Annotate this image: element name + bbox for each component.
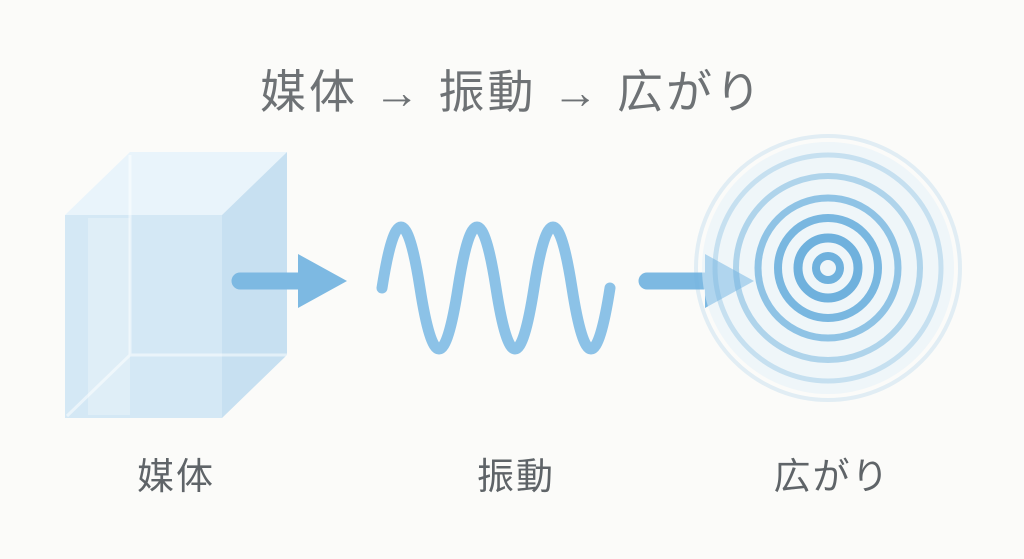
vibration-wave: [376, 221, 616, 355]
arrow-right-icon: [231, 254, 347, 308]
ripple-ring-6: [712, 152, 944, 384]
cube-front-face: [65, 215, 222, 418]
arrow-head: [298, 254, 347, 308]
ripple-ring-3: [774, 214, 882, 322]
ripple-glow: [702, 142, 954, 394]
ripples-icon: [694, 134, 962, 402]
ripple-ring-7: [694, 134, 962, 402]
label-spread: 広がり: [773, 456, 891, 497]
ripple-ring-1: [812, 252, 844, 284]
cube-icon: [65, 152, 287, 418]
ripple-ring-4: [754, 194, 902, 342]
ripple-ring-2: [793, 233, 863, 303]
page-title: 媒体 → 振動 → 広がり: [259, 66, 765, 118]
cube-hidden-edges: [65, 155, 287, 418]
cube-highlight: [88, 218, 130, 415]
ripple-ring-5: [733, 173, 923, 363]
label-medium: 媒体: [137, 456, 215, 497]
cube-top-face: [65, 152, 287, 215]
label-vibration: 振動: [477, 456, 555, 497]
wave-icon: [376, 221, 616, 355]
